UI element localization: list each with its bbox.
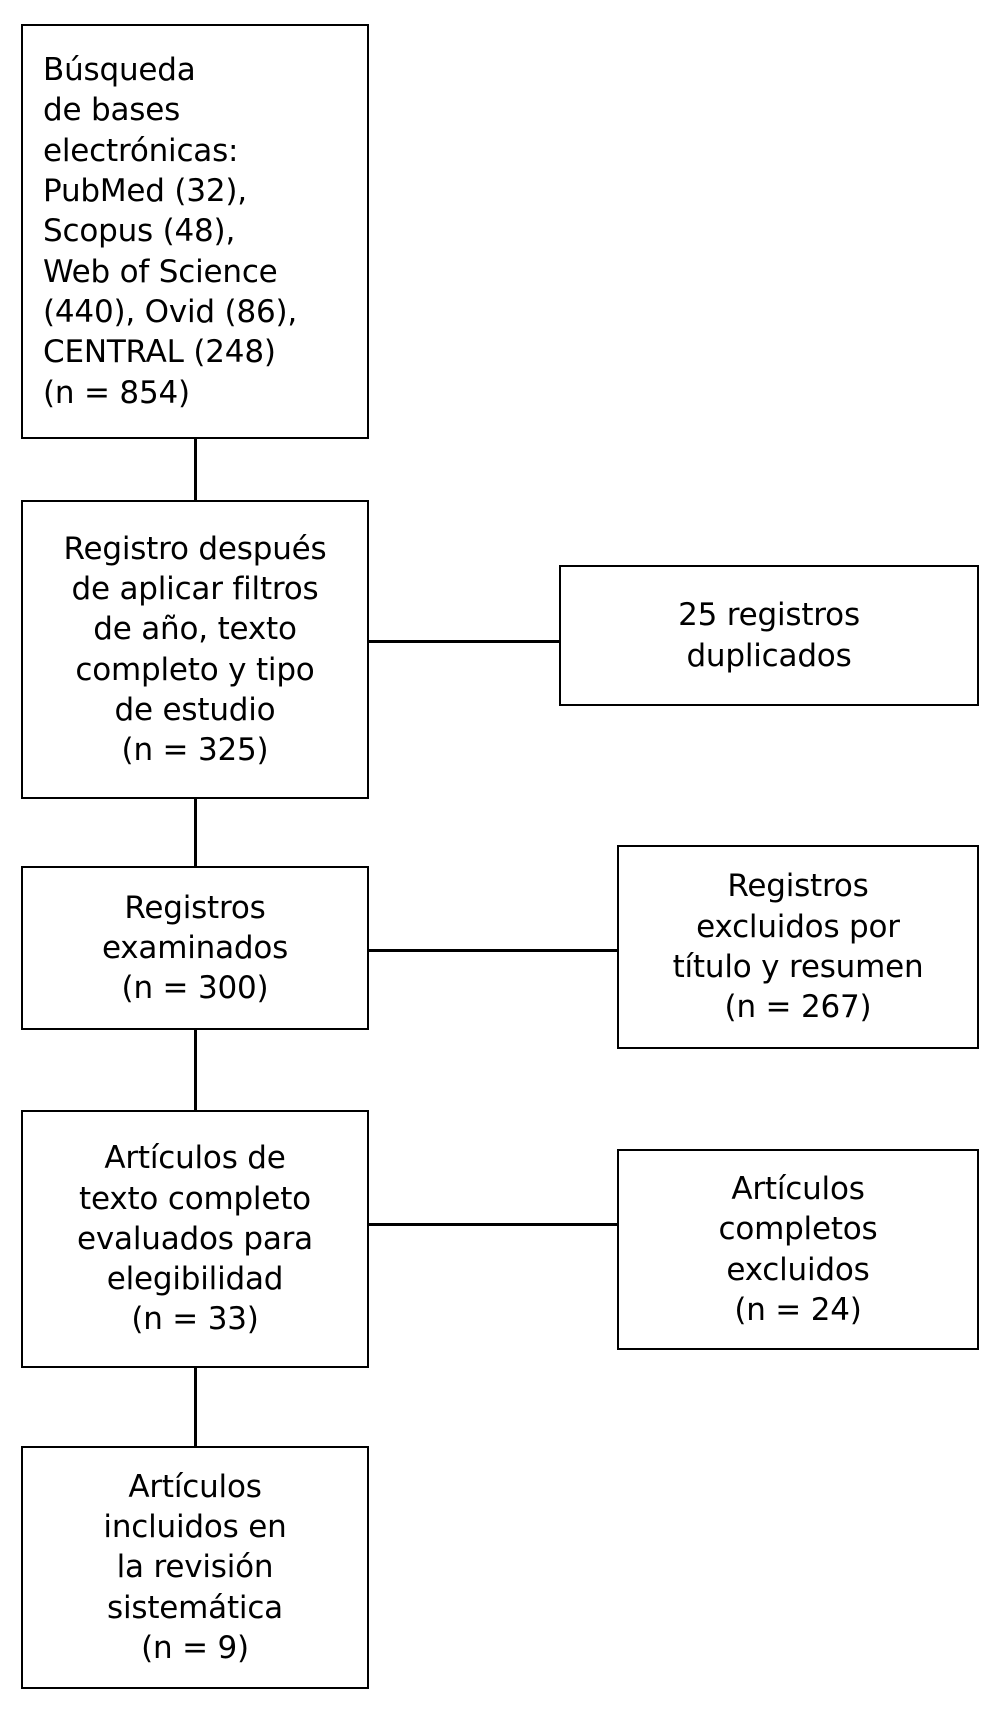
node-eligibility: Artículos de texto completo evaluados pa… xyxy=(21,1110,369,1368)
node-fulltext-excluded-text: Artículos completos excluidos (n = 24) xyxy=(718,1170,878,1328)
node-screened-excluded-text: Registros excluidos por título y resumen… xyxy=(672,868,924,1026)
connector-eligibility-to-fulltext-excluded xyxy=(369,1223,618,1226)
node-after-filters: Registro después de aplicar filtros de a… xyxy=(21,500,369,799)
connector-screened-to-eligibility xyxy=(194,1030,197,1111)
node-included-text: Artículos incluidos en la revisión siste… xyxy=(103,1468,287,1666)
node-identification: Búsqueda de bases electrónicas: PubMed (… xyxy=(21,24,369,439)
connector-screened-to-screened-excluded xyxy=(369,949,618,952)
node-screened-text: Registros examinados (n = 300) xyxy=(101,889,289,1007)
connector-identification-to-after-filters xyxy=(194,439,197,501)
node-eligibility-text: Artículos de texto completo evaluados pa… xyxy=(77,1140,313,1338)
node-duplicates-excluded: 25 registros duplicados xyxy=(559,565,979,706)
connector-eligibility-to-included xyxy=(194,1368,197,1447)
node-screened: Registros examinados (n = 300) xyxy=(21,866,369,1030)
connector-after-filters-to-duplicates xyxy=(369,640,560,643)
node-identification-text: Búsqueda de bases electrónicas: PubMed (… xyxy=(43,52,298,411)
node-fulltext-excluded: Artículos completos excluidos (n = 24) xyxy=(617,1149,979,1350)
node-after-filters-text: Registro después de aplicar filtros de a… xyxy=(63,530,327,769)
node-screened-excluded: Registros excluidos por título y resumen… xyxy=(617,845,979,1049)
node-included: Artículos incluidos en la revisión siste… xyxy=(21,1446,369,1689)
connector-after-filters-to-screened xyxy=(194,799,197,867)
node-duplicates-excluded-text: 25 registros duplicados xyxy=(678,597,860,674)
